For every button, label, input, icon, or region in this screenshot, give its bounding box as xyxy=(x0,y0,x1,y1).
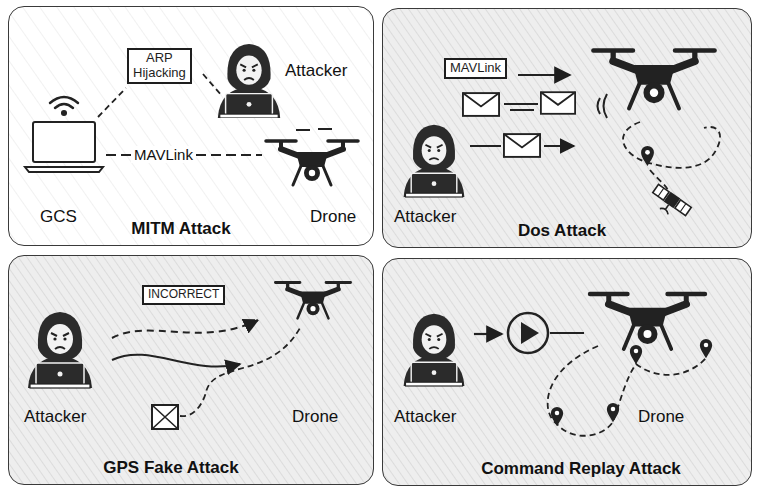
wifi-icon xyxy=(50,97,78,115)
box-text: MAVLink xyxy=(450,60,501,75)
play-button xyxy=(508,313,548,353)
panel-title: MITM Attack xyxy=(131,219,231,239)
tag-box: INCORRECT xyxy=(142,285,225,305)
message-envelope xyxy=(463,93,499,116)
panel-title: Dos Attack xyxy=(518,221,606,241)
spoof-signal xyxy=(112,320,258,338)
speed-lines xyxy=(504,104,538,110)
panel-ground xyxy=(8,255,374,485)
signal-waves xyxy=(598,94,608,118)
map-pin xyxy=(551,407,563,426)
device-label: Drone xyxy=(638,407,684,427)
replay-arrow xyxy=(474,333,502,335)
hacker-figure xyxy=(404,314,465,386)
hacker-figure xyxy=(218,44,280,118)
flood-arrow xyxy=(518,74,570,76)
replay-line xyxy=(550,332,584,334)
panel-ground xyxy=(382,8,752,248)
drone-icon xyxy=(593,51,714,109)
actor-label: Attacker xyxy=(285,61,347,81)
panel-ground xyxy=(382,258,752,486)
speed-lines xyxy=(470,145,501,147)
drone-icon xyxy=(275,283,350,319)
device-label: Drone xyxy=(292,407,338,427)
box-text: ARP Hijacking xyxy=(133,50,186,80)
message-envelope xyxy=(504,134,540,157)
drone-icon xyxy=(266,141,358,185)
motion-dash xyxy=(296,129,332,130)
attack-panel: Command Replay Attack xyxy=(382,258,752,486)
flood-arrow xyxy=(544,145,574,147)
panel-ground xyxy=(8,6,374,246)
panel-title: GPS Fake Attack xyxy=(103,458,238,478)
panel-hatch xyxy=(8,6,374,246)
link-label: MAVLink xyxy=(131,146,196,163)
hacker-figure xyxy=(28,312,92,388)
flight-path xyxy=(623,122,720,168)
box-text: INCORRECT xyxy=(148,287,219,301)
flight-path xyxy=(548,346,706,436)
device-label: GCS xyxy=(40,207,77,227)
laptop-icon xyxy=(25,122,103,172)
panel-hatch xyxy=(8,255,374,485)
tag-box: MAVLink xyxy=(444,58,507,79)
satellite-icon xyxy=(648,184,692,223)
drone-icon xyxy=(590,294,705,349)
spoof-signal xyxy=(112,355,240,367)
map-pin xyxy=(607,403,619,422)
hacker-figure xyxy=(404,125,465,197)
map-pin xyxy=(641,146,654,166)
message-envelope xyxy=(541,92,575,114)
gps-signal xyxy=(180,328,300,416)
panel-hatch xyxy=(382,258,752,486)
panel-hatch xyxy=(382,8,752,248)
actor-label: Attacker xyxy=(394,407,456,427)
dashed-link xyxy=(203,74,222,96)
device-label: Drone xyxy=(310,207,356,227)
gps-jammer xyxy=(152,405,178,429)
tag-box: ARP Hijacking xyxy=(127,48,192,84)
actor-label: Attacker xyxy=(24,407,86,427)
attack-panel: GPS Fake Attack INCORRECT xyxy=(8,255,374,485)
map-pin xyxy=(630,345,642,364)
panel-title: Command Replay Attack xyxy=(481,459,681,479)
map-pin xyxy=(700,339,712,358)
dashed-link xyxy=(98,88,126,117)
actor-label: Attacker xyxy=(394,207,456,227)
